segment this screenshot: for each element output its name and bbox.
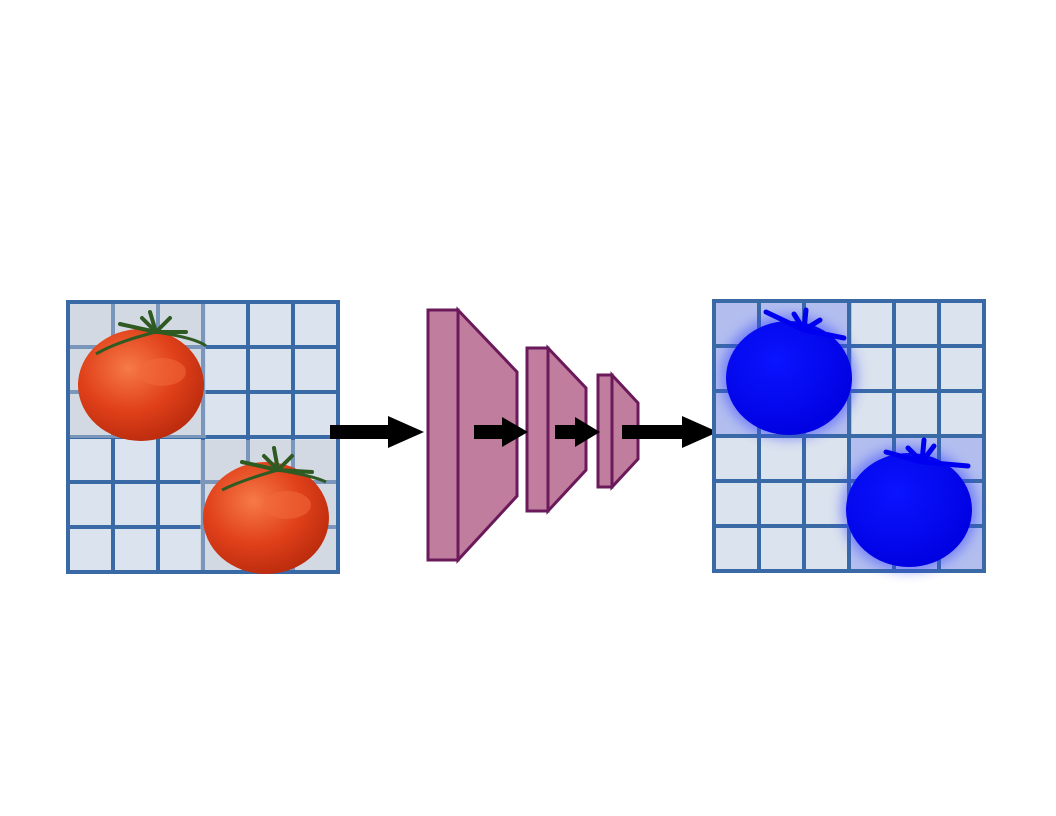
arrow-stage-1-to-2 (474, 417, 528, 447)
encoder-network (426, 306, 640, 564)
tomato-mask-1 (721, 307, 857, 439)
network-stage-3 (596, 371, 640, 491)
tomato-2 (203, 446, 329, 574)
arrows (330, 416, 718, 448)
tomato-mask-2 (841, 437, 977, 571)
arrow-network-to-output (622, 416, 718, 448)
input-image (66, 300, 340, 574)
output-image (712, 299, 986, 573)
tomato-1 (78, 310, 207, 441)
arrow-input-to-network (330, 416, 424, 448)
arrow-stage-2-to-3 (555, 417, 600, 447)
